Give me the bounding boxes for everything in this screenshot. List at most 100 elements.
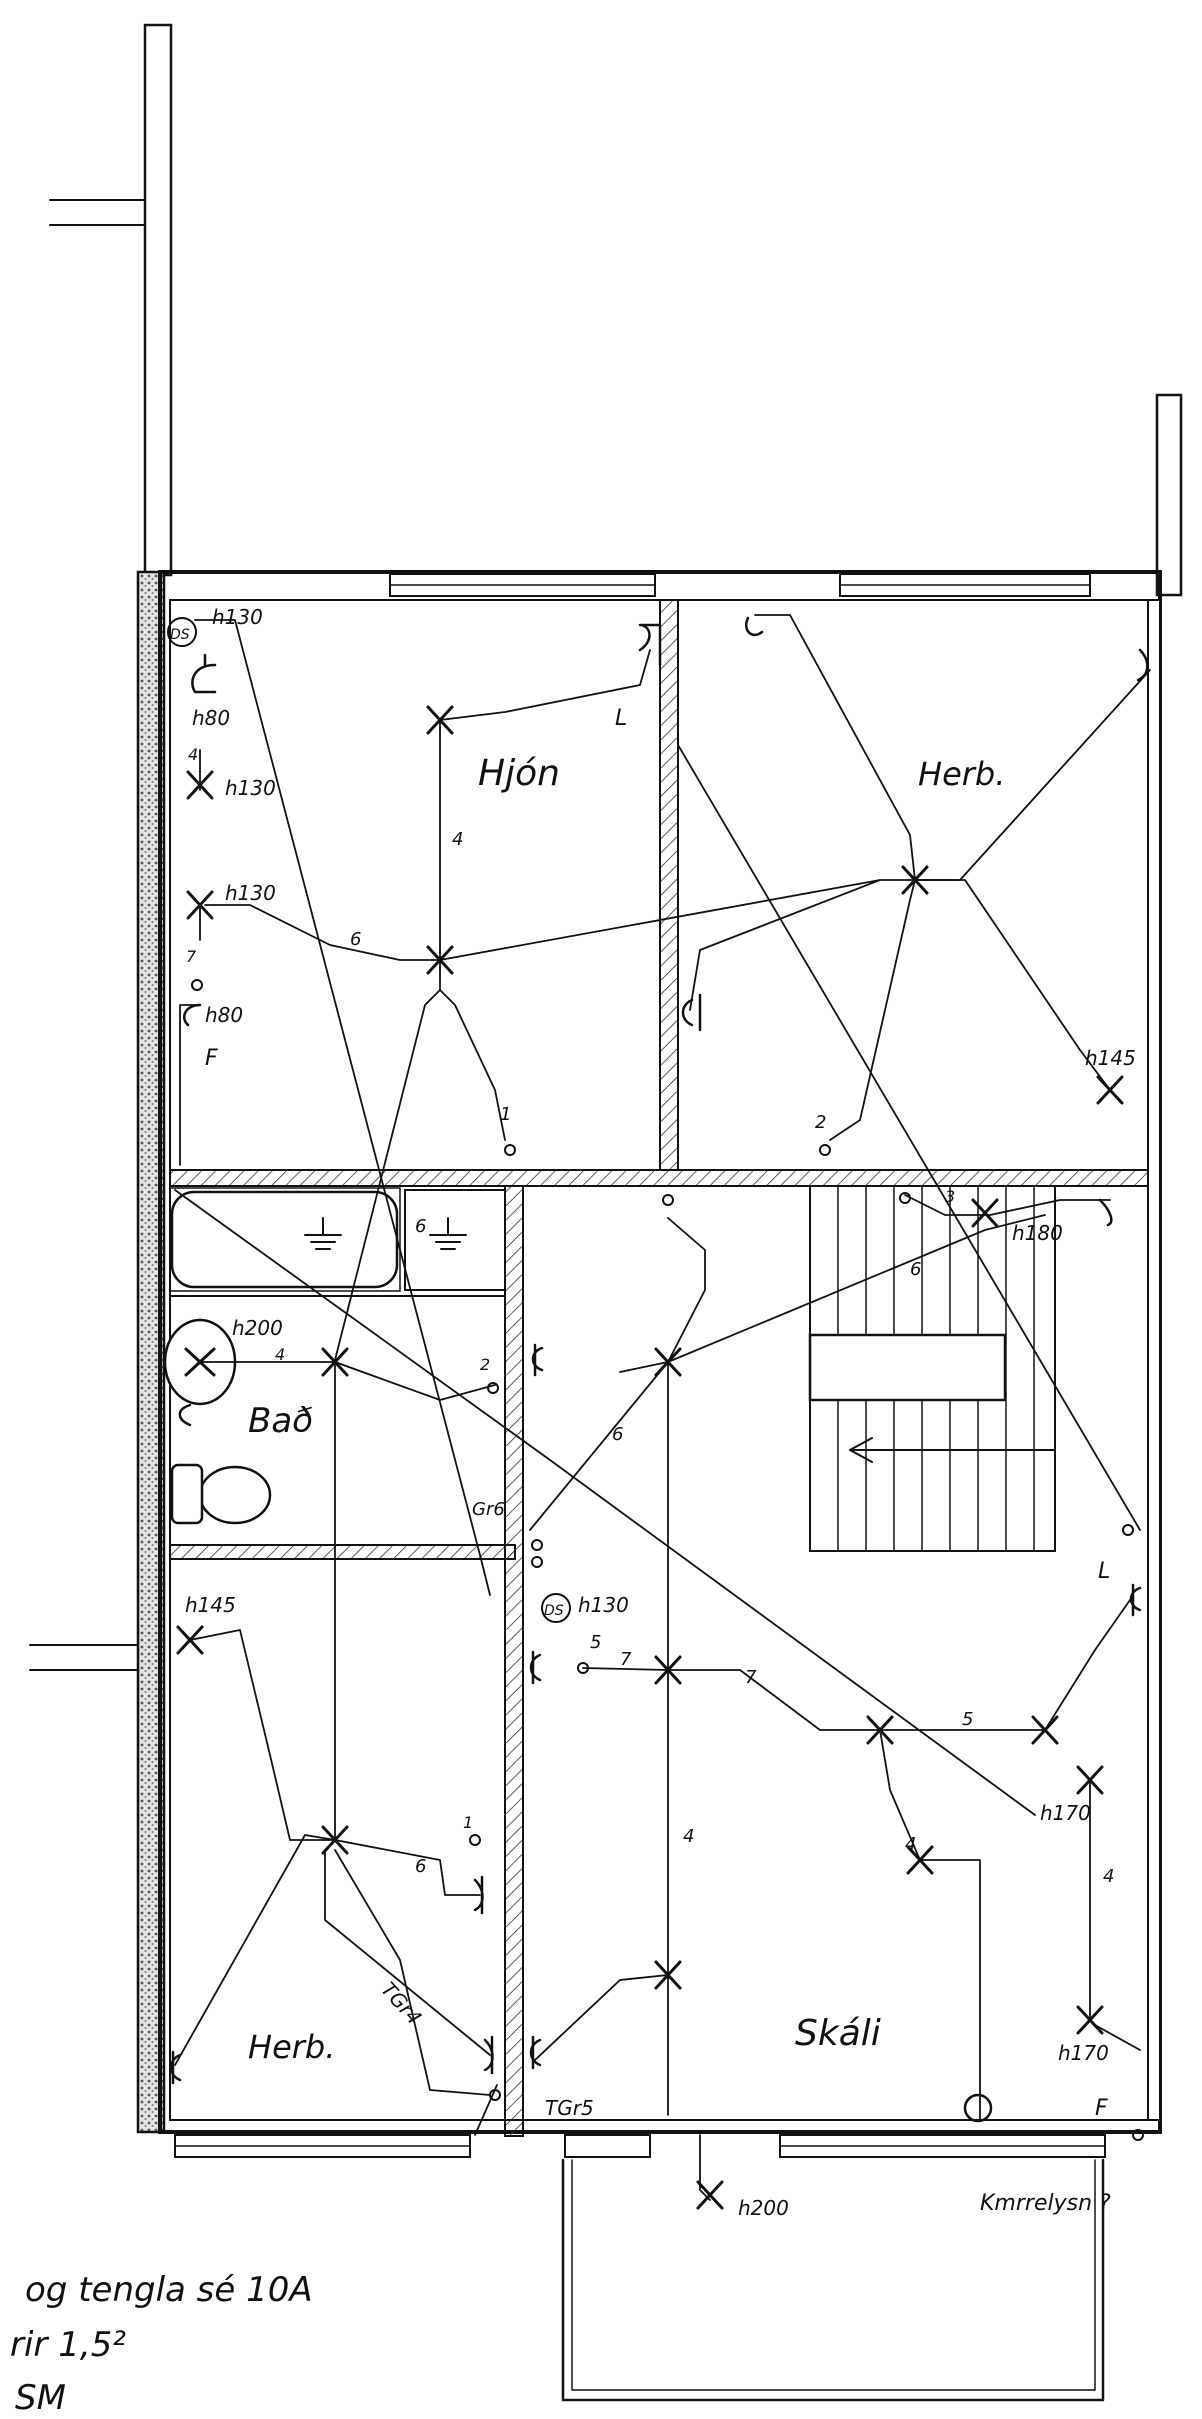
wire-hjon-2	[439, 649, 651, 721]
wall-right-upper	[1155, 393, 1183, 597]
light-outdoor	[696, 2180, 724, 2210]
walls	[29, 23, 1183, 2402]
room-herb-ne: Herb.	[918, 755, 1005, 793]
label-h80-a: h80	[192, 706, 230, 730]
switch-hall-5	[577, 1662, 589, 1674]
label-n7-c: 7	[745, 1667, 757, 1688]
light-hall-5	[1076, 1765, 1104, 1795]
ds-symbol-2	[541, 1593, 571, 1623]
wire-bad-3	[174, 1189, 1036, 1816]
wire-bad-1	[199, 1361, 496, 1401]
wire-hall-1	[619, 1217, 706, 1373]
wall-vertical-skali	[504, 1185, 524, 2137]
room-herb-sw: Herb.	[248, 2028, 335, 2066]
light-bad-mirror	[184, 1347, 216, 1377]
light-hall-6	[906, 1845, 934, 1875]
ext-tab-top	[49, 199, 146, 226]
outlet-herb-nw	[745, 616, 764, 637]
staircase	[808, 1185, 1056, 1552]
outlet-herb-w	[681, 993, 702, 1032]
label-h130-d: h130	[578, 1593, 629, 1617]
wall-right-exterior	[1147, 599, 1161, 2121]
wire-hall-4	[529, 1361, 669, 1531]
wire-hall-7	[879, 1729, 981, 2121]
label-gr6: Gr6	[472, 1499, 505, 1520]
note-line-3: SM	[15, 2378, 66, 2418]
label-tgr4: TGr4	[376, 1977, 426, 2029]
note-line-1: og tengla sé 10A	[25, 2270, 313, 2310]
outlet-bath-w	[178, 1403, 192, 1427]
light-hall-8	[1076, 2005, 1104, 2035]
label-n6-d: 6	[415, 1856, 426, 1877]
label-n1: 1	[500, 1104, 511, 1125]
wire-hjon-5	[439, 989, 506, 1141]
wire-long-diag-1	[677, 744, 1141, 1531]
outlet-west-1	[191, 653, 217, 694]
porch-inner	[571, 2159, 1096, 2391]
light-hall-7	[654, 1960, 682, 1990]
label-f-1: F	[205, 1046, 218, 1071]
label-n4-d: 4	[683, 1826, 694, 1847]
wire-herbsw-3	[334, 1839, 481, 1896]
window-bottom-2	[564, 2134, 651, 2158]
wire-herb-1	[754, 614, 1151, 881]
wire-herb-2	[914, 879, 1111, 1091]
light-west-2	[186, 890, 214, 920]
label-n2: 2	[815, 1112, 826, 1133]
label-n5-a: 5	[590, 1632, 601, 1653]
wire-herb-3	[829, 879, 916, 1141]
label-h145-sw: h145	[185, 1593, 236, 1617]
label-ds-2: DS	[544, 1603, 564, 1619]
bathtub-inner	[169, 1187, 401, 1292]
outlet-hjon-ne	[638, 623, 662, 667]
toilet	[198, 1465, 272, 1525]
label-n6-a: 6	[350, 929, 361, 950]
light-west-1	[186, 770, 214, 800]
room-skali: Skáli	[795, 2013, 881, 2054]
wire-herbsw-6	[474, 2084, 498, 2136]
annotations: DS DS h130 h80 h130 h130 h80 F F L L h14…	[170, 605, 1136, 2220]
switch-hjon	[504, 1144, 516, 1156]
ground-symbol-2	[429, 1217, 467, 1250]
label-h130-a: h130	[212, 605, 263, 629]
wire-herbsw-5	[334, 1849, 491, 2096]
wire-herbsw-4	[324, 1849, 491, 2056]
bathtub	[170, 1190, 399, 1289]
wire-hall-9	[1094, 2024, 1141, 2051]
switch-gr6-2	[531, 1556, 543, 1568]
switch-stair-low	[1122, 1524, 1134, 1536]
label-n4-e: 4	[905, 1834, 916, 1855]
ext-tab-mid	[29, 1644, 139, 1671]
label-f-2: F	[1095, 2096, 1108, 2121]
outlet-herbsw-1	[169, 2050, 182, 2085]
wire-hall-5	[904, 1194, 1111, 1216]
toilet-tank	[170, 1463, 204, 1525]
ds-symbol-1	[167, 617, 197, 647]
label-l-2: L	[1098, 1559, 1110, 1584]
light-hall-2	[654, 1655, 682, 1685]
label-n1-b: 1	[463, 1813, 473, 1832]
label-tgr5: TGr5	[545, 2096, 594, 2120]
label-h200-out: h200	[738, 2196, 789, 2220]
wall-vertical-hjon	[659, 599, 679, 1171]
wire-hjon-3	[204, 879, 916, 961]
light-stair-top	[971, 1198, 999, 1228]
light-hjon-center	[426, 945, 454, 975]
wall-horizontal-2	[169, 1544, 516, 1560]
wire-herb-4	[689, 879, 881, 1011]
label-n6-c: 6	[612, 1424, 623, 1445]
label-n3: 3	[945, 1187, 955, 1206]
label-n7-b: 7	[620, 1649, 632, 1670]
outlet-herb-ne	[1136, 648, 1149, 682]
outlet-stair	[1098, 1198, 1113, 1227]
shower-box	[404, 1189, 506, 1291]
label-ext-light: Kmrrelysn ?	[980, 2191, 1111, 2216]
label-n7: 7	[186, 947, 197, 966]
wire-hjon-8	[179, 904, 201, 1166]
light-herbsw-wall	[176, 1625, 204, 1655]
light-hall-1	[654, 1347, 682, 1377]
outlet-hall-2	[529, 1650, 542, 1685]
label-n4-c: 4	[275, 1345, 285, 1364]
stair-landing-box	[808, 1333, 1007, 1402]
